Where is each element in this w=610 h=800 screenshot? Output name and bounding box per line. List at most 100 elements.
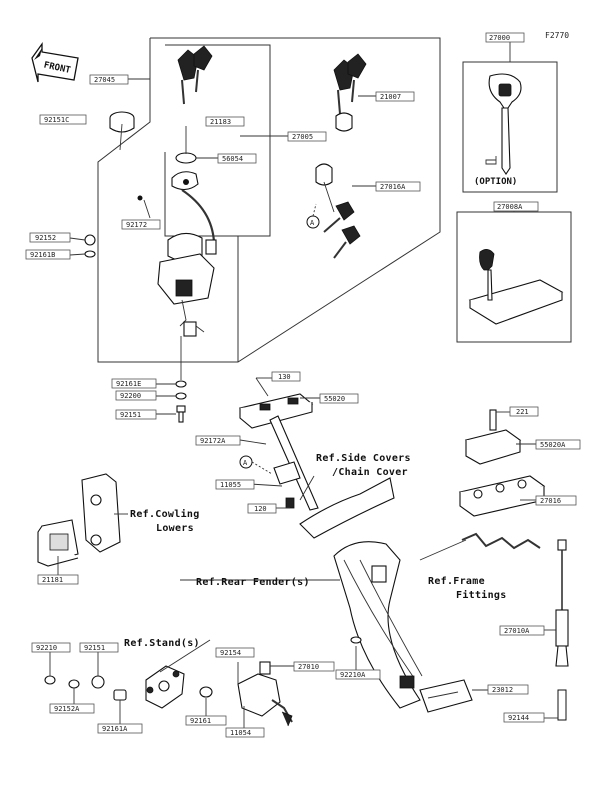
stand-switch-icon — [237, 661, 293, 727]
washer-icon — [84, 250, 96, 258]
label-92152: 92152 — [29, 232, 71, 243]
callout-a-2-label: A — [243, 459, 248, 467]
wire-harness-icon — [461, 532, 541, 550]
svg-text:92200: 92200 — [120, 392, 141, 400]
ref-frame-line1: Ref.Frame — [428, 576, 485, 587]
leader-lines — [49, 40, 558, 730]
washer-92152a-icon — [68, 679, 80, 689]
label-92144: 92144 — [503, 712, 545, 723]
label-92151: 92151 — [115, 409, 157, 420]
ref-cowling-line1: Ref.Cowling — [130, 508, 200, 520]
ref-stand: Ref.Stand(s) — [124, 638, 200, 649]
screw-icon — [137, 195, 143, 201]
svg-text:92172A: 92172A — [200, 437, 226, 445]
ignition-assy-a-icon — [315, 163, 361, 259]
label-120: 120 — [247, 503, 277, 514]
svg-text:120: 120 — [254, 505, 267, 513]
washer-92161-icon — [199, 686, 213, 698]
label-92151c: 92151C — [39, 114, 87, 125]
label-92161a: 92161A — [97, 723, 143, 734]
svg-text:27016: 27016 — [540, 497, 561, 505]
key-subset-frame — [164, 44, 271, 237]
key-icon — [485, 73, 522, 175]
svg-text:130: 130 — [278, 373, 291, 381]
washer-icon-2 — [175, 380, 187, 388]
svg-text:92154: 92154 — [220, 649, 241, 657]
label-23012: 23012 — [487, 684, 529, 695]
svg-text:55020A: 55020A — [540, 441, 566, 449]
svg-text:92172: 92172 — [126, 221, 147, 229]
label-92152a: 92152A — [49, 703, 95, 714]
label-92172: 92172 — [121, 219, 161, 230]
callout-a-1-label: A — [310, 219, 315, 227]
label-92210: 92210 — [31, 642, 71, 653]
label-21007: 21007 — [375, 91, 415, 102]
svg-text:92210A: 92210A — [340, 671, 366, 679]
label-27008a: 27008A — [493, 201, 539, 212]
svg-text:11055: 11055 — [220, 481, 241, 489]
svg-text:11054: 11054 — [230, 729, 251, 737]
label-21181: 21181 — [37, 574, 79, 585]
ref-frame-line2: Fittings — [456, 589, 507, 601]
ref-side-covers-line1: Ref.Side Covers — [316, 452, 411, 464]
reflector-icon — [419, 679, 473, 713]
option-key-card-box — [456, 211, 572, 343]
svg-text:92152: 92152 — [35, 234, 56, 242]
label-130: 130 — [271, 371, 301, 382]
svg-text:92161B: 92161B — [30, 251, 55, 259]
label-92161: 92161 — [185, 715, 227, 726]
label-27010a: 27010A — [499, 625, 545, 636]
svg-text:221: 221 — [516, 408, 529, 416]
stand-switch-cable-icon — [555, 539, 569, 721]
rear-fender-icon — [333, 541, 423, 709]
label-21183: 21183 — [205, 116, 245, 127]
label-11055: 11055 — [215, 479, 255, 490]
svg-text:27000: 27000 — [489, 34, 510, 42]
ignition-switch-body-icon — [157, 232, 215, 337]
label-92161b: 92161B — [25, 249, 71, 260]
collar-92151-icon — [91, 675, 105, 689]
cowling-bracket-icon — [81, 473, 121, 553]
ring-icon — [175, 152, 197, 164]
svg-text:92210: 92210 — [36, 644, 57, 652]
bolt-icon — [176, 405, 186, 423]
side-cover-icon — [299, 477, 395, 539]
svg-text:21183: 21183 — [210, 118, 231, 126]
label-92154: 92154 — [215, 647, 255, 658]
svg-text:55020: 55020 — [324, 395, 345, 403]
washer-92210-icon — [44, 675, 56, 685]
relay-21181-icon — [37, 519, 79, 567]
svg-text:21181: 21181 — [42, 576, 63, 584]
svg-text:92161E: 92161E — [116, 380, 141, 388]
label-221: 221 — [509, 406, 539, 417]
svg-text:56054: 56054 — [222, 155, 243, 163]
svg-text:92152A: 92152A — [54, 705, 80, 713]
key-pair-icon — [177, 45, 213, 105]
label-27016: 27016 — [535, 495, 577, 506]
ref-rear-fender: Ref.Rear Fender(s) — [196, 577, 310, 588]
bracket-55020a-icon — [464, 409, 522, 465]
spacer-92161a-icon — [113, 689, 127, 701]
svg-text:92161: 92161 — [190, 717, 211, 725]
switch-bracket-icon — [171, 171, 217, 255]
label-56054: 56054 — [217, 153, 257, 164]
label-92210a: 92210A — [335, 669, 381, 680]
front-arrow-icon: FRONT — [31, 41, 79, 83]
ref-cowling-line2: Lowers — [156, 523, 194, 534]
label-92151-stand: 92151 — [79, 642, 119, 653]
lock-cylinder-icon — [335, 112, 353, 132]
connector-27016-icon — [458, 475, 546, 517]
svg-text:92151: 92151 — [120, 411, 141, 419]
svg-text:92161A: 92161A — [102, 725, 128, 733]
key-blank-tray-icon — [468, 249, 564, 325]
washer-92210a-icon — [350, 636, 362, 644]
bolt-head-icon — [84, 234, 96, 246]
figure-code: F2770 — [545, 31, 569, 40]
svg-text:23012: 23012 — [492, 686, 513, 694]
svg-text:92151: 92151 — [84, 644, 105, 652]
svg-text:27045: 27045 — [94, 76, 115, 84]
ref-side-covers-line2: /Chain Cover — [332, 466, 408, 478]
key-pair-icon-2 — [333, 53, 367, 115]
svg-text:92144: 92144 — [508, 714, 529, 722]
spacer-icon — [175, 392, 187, 400]
